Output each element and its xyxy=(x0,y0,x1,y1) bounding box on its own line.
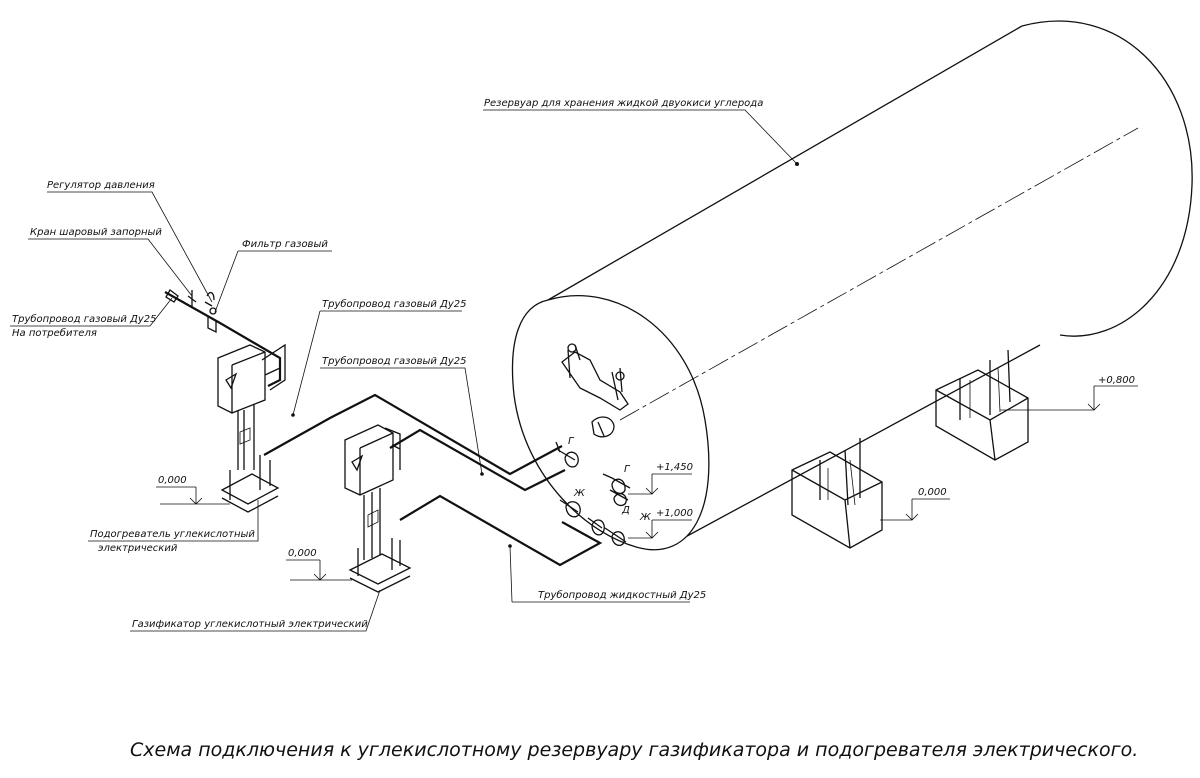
valve-g2-label: Г xyxy=(624,464,631,475)
drawing-caption: Схема подключения к углекислотному резер… xyxy=(130,739,1138,761)
level-0800-label: +0,800 xyxy=(1098,375,1135,386)
valve-g1-label: Г xyxy=(568,436,575,447)
tank-support-front xyxy=(791,438,883,549)
co2-reservoir xyxy=(511,20,1193,551)
level-zero-label-3: 0,000 xyxy=(918,487,947,498)
tank-support-rear xyxy=(935,349,1029,461)
gasifier-label: Газификатор углекислотный электрический xyxy=(132,619,368,630)
valve-zh2-label: Ж xyxy=(639,512,652,523)
gas-pipe-label-1: Трубопровод газовый Ду25 xyxy=(322,298,467,310)
electric-heater xyxy=(217,343,286,513)
gas-filter-label: Фильтр газовый xyxy=(242,239,328,250)
heater-label: Подогреватель углекислотный xyxy=(90,529,255,540)
pressure-regulator-label: Регулятор давления xyxy=(47,180,155,191)
valve-d-label: Д xyxy=(621,505,630,516)
level-1450-label: +1,450 xyxy=(656,462,693,473)
level-zero-label-1: 0,000 xyxy=(158,475,187,486)
tank-fittings xyxy=(555,343,631,547)
annotations: Резервуар для хранения жидкой двуокиси у… xyxy=(10,98,1138,632)
consumer-pipe-label: Трубопровод газовый Ду25 xyxy=(12,313,157,325)
gas-pipe-label-2: Трубопровод газовый Ду25 xyxy=(322,355,467,367)
consumer-pipe-sublabel: На потребителя xyxy=(12,327,97,339)
electric-gasifier xyxy=(344,424,412,593)
liquid-pipe-label: Трубопровод жидкостный Ду25 xyxy=(538,589,706,601)
reservoir-label: Резервуар для хранения жидкой двуокиси у… xyxy=(484,98,763,109)
level-1000-label: +1,000 xyxy=(656,508,693,519)
level-zero-label-2: 0,000 xyxy=(288,548,317,559)
pipelines xyxy=(164,289,603,567)
ball-valve-label: Кран шаровый запорный xyxy=(30,227,162,238)
heater-sublabel: электрический xyxy=(98,543,178,554)
valve-zh1-label: Ж xyxy=(573,488,586,499)
